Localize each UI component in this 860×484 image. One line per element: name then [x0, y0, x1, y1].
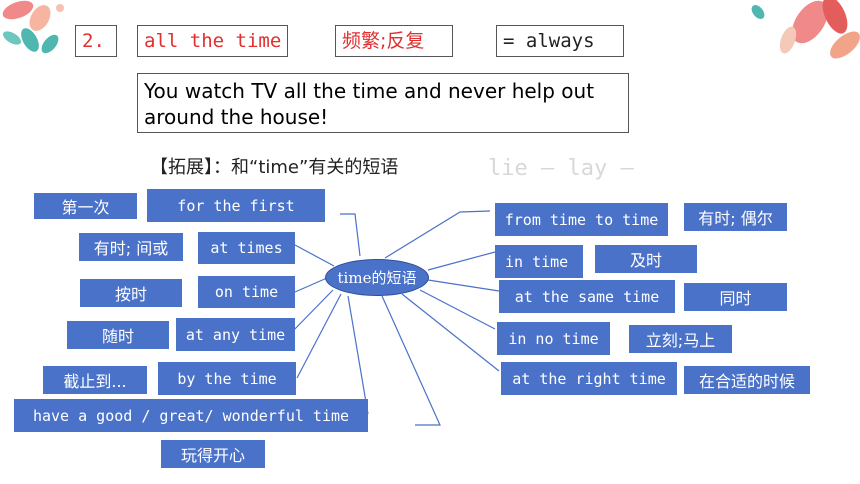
- left-phrase-4-en: at any time: [176, 318, 295, 351]
- left-phrase-3-en: on time: [198, 276, 295, 308]
- faded-background-text: lie — lay —: [488, 156, 634, 181]
- item-number: 2.: [75, 25, 117, 57]
- right-phrase-5-en: at the right time: [501, 362, 677, 395]
- left-phrase-2-en: at times: [198, 232, 295, 264]
- right-phrase-1-en: from time to time: [495, 203, 668, 236]
- left-phrase-6-en: have a good / great/ wonderful time: [14, 399, 368, 432]
- right-phrase-2-zh: 及时: [595, 245, 697, 273]
- phrase-box: all the time: [137, 25, 288, 57]
- left-phrase-5-en: by the time: [158, 362, 296, 395]
- left-phrase-6-zh: 玩得开心: [161, 440, 265, 468]
- right-phrase-4-en: in no time: [497, 322, 610, 355]
- left-phrase-1-en: for the first: [147, 189, 325, 222]
- left-phrase-5-zh: 截止到...: [43, 366, 147, 394]
- right-phrase-3-zh: 同时: [684, 283, 787, 311]
- center-node: time的短语: [325, 259, 429, 296]
- topic-title: 【拓展】：和“time”有关的短语: [150, 157, 399, 178]
- right-phrase-3-en: at the same time: [499, 280, 675, 313]
- right-phrase-4-zh: 立刻;马上: [629, 325, 732, 353]
- left-phrase-4-zh: 随时: [67, 321, 169, 349]
- left-phrase-2-zh: 有时; 间或: [79, 233, 183, 261]
- left-phrase-1-zh: 第一次: [34, 193, 137, 219]
- floral-decoration-right: [751, 0, 860, 59]
- example-sentence: You watch TV all the time and never help…: [137, 73, 629, 133]
- floral-decoration-left: [2, 0, 64, 54]
- right-phrase-5-zh: 在合适的时候: [684, 366, 810, 394]
- right-phrase-1-zh: 有时; 偶尔: [684, 203, 787, 231]
- synonym-box: = always: [496, 25, 624, 57]
- right-phrase-2-en: in time: [495, 245, 583, 278]
- left-phrase-3-zh: 按时: [80, 279, 182, 307]
- meaning-box: 频繁;反复: [335, 25, 453, 57]
